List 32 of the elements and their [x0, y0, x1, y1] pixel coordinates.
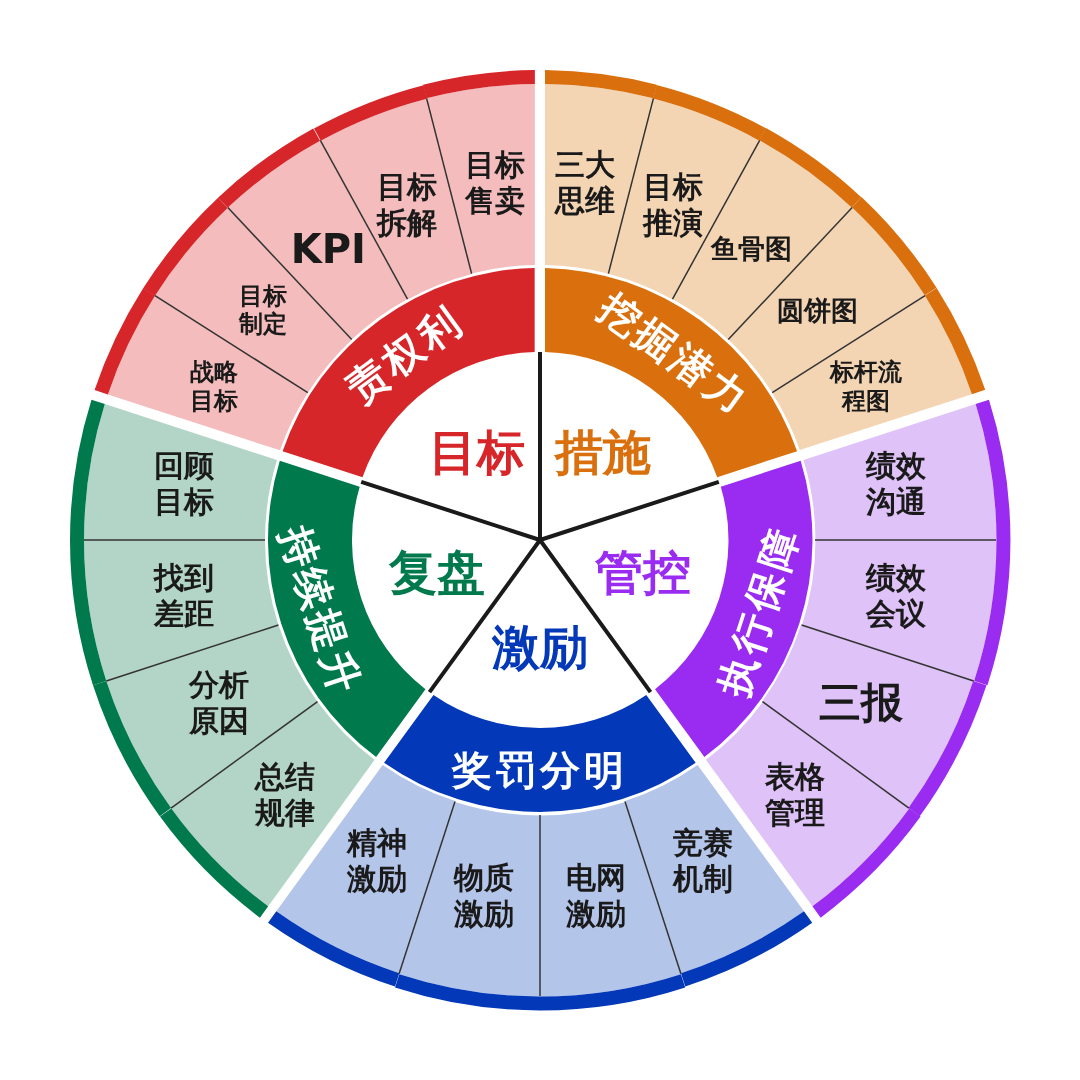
ring-label: 持续提升: [271, 519, 372, 703]
center-label: 复盘: [389, 544, 486, 603]
segment-label: 物质激励: [452, 859, 515, 932]
ring-label: 责权利: [337, 295, 473, 413]
center-label: 目标: [428, 423, 525, 482]
segment-label: 竞赛机制: [671, 824, 735, 897]
center-label: 激励: [492, 619, 588, 677]
segment-label: 回顾目标: [153, 447, 216, 520]
segment-label: 目标推演: [641, 169, 704, 242]
segment-label: 目标售卖: [463, 146, 526, 219]
segment-label: 标杆流程图: [828, 357, 903, 416]
segment-label: 三报: [817, 678, 904, 729]
segment-label: 战略目标: [189, 357, 240, 416]
center-label: 措施: [555, 423, 652, 482]
segment-label: 分析原因: [187, 667, 251, 740]
ring-label: 挖掘潜力: [589, 282, 761, 426]
ring-label: 执行保障: [708, 519, 809, 703]
segment-label: 鱼骨图: [709, 232, 794, 265]
segment-label: 圆饼图: [775, 294, 859, 327]
ring-label: 奖罚分明: [452, 746, 628, 794]
segment-label: 电网激励: [565, 859, 628, 932]
segment-label: 绩效沟通: [864, 447, 927, 520]
segment-label: 目标拆解: [375, 169, 439, 242]
segment-label: 表格管理: [763, 758, 826, 831]
segment-label: 找到差距: [152, 560, 216, 633]
segment-label: 目标制定: [237, 281, 288, 340]
segment-label: 精神激励: [345, 824, 408, 897]
segment-label: 绩效会议: [864, 560, 927, 633]
segment-label: 总结规律: [253, 758, 317, 831]
center-label: 管控: [594, 544, 691, 603]
segment-label: KPI: [289, 224, 367, 273]
segment-label: 三大思维: [553, 146, 617, 219]
